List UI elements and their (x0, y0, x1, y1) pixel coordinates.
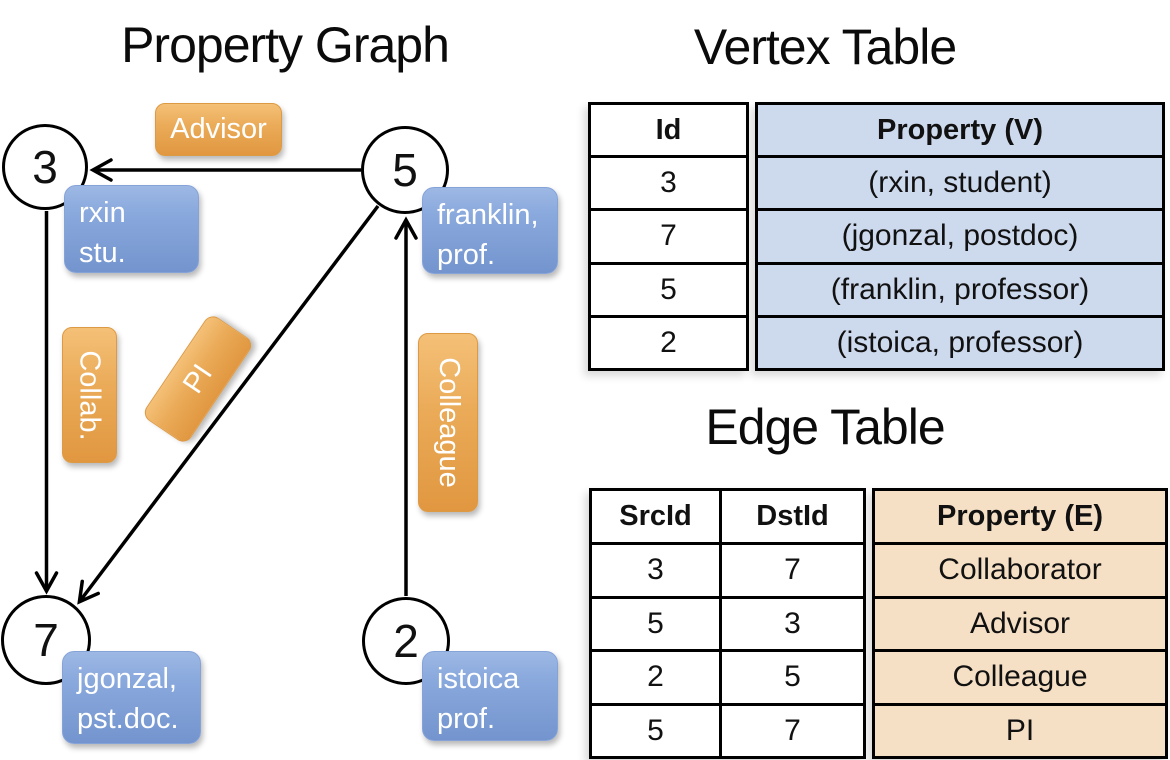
table-cell: (rxin, student) (758, 155, 1162, 208)
edge-table-id-columns: SrcId DstId 3 7 5 3 2 5 5 7 (589, 488, 866, 759)
vertex-label-line: prof. (437, 703, 496, 736)
table-cell: 2 (591, 314, 746, 368)
graph-edges-layer (34, 158, 418, 605)
table-cell: 5 (592, 595, 719, 650)
edge-table-header-dstid: DstId (719, 491, 863, 542)
table-cell: 2 (592, 649, 719, 703)
vertex-label-line: pst.doc. (77, 703, 179, 736)
node-id-label: 7 (33, 614, 59, 666)
vertex-label-line: franklin, (437, 199, 539, 231)
table-cell: PI (875, 702, 1165, 757)
table-cell: 3 (591, 155, 746, 208)
vertex-table-property-column: Property (V) (rxin, student) (jgonzal, p… (755, 102, 1165, 371)
table-cell: 5 (591, 261, 746, 315)
table-cell: 5 (592, 702, 719, 757)
node-id-label: 2 (393, 615, 419, 667)
table-cell: Advisor (875, 595, 1165, 650)
vertex-label-line: rxin (79, 197, 126, 229)
vertex-label-istoica: istoica prof. (422, 651, 558, 741)
edge-table-title: Edge Table (705, 399, 945, 455)
vertex-label-franklin: franklin, prof. (422, 187, 558, 274)
vertex-table-header-property: Property (V) (877, 113, 1043, 146)
vertex-label-jgonzal: jgonzal, pst.doc. (62, 651, 201, 744)
edge-table-property-column: Property (E) Collaborator Advisor Collea… (872, 488, 1168, 759)
table-cell: 7 (719, 542, 863, 596)
edge-label-text: Collab. (74, 349, 106, 441)
edge-table-header-property: Property (E) (937, 500, 1103, 532)
edge-label-colleague: Colleague (418, 333, 478, 512)
vertex-table-id-column: Id 3 7 5 2 (588, 102, 749, 371)
edge-label-collab: Collab. (62, 327, 117, 463)
edge-label-text: PI (176, 358, 219, 400)
table-cell: Collaborator (875, 542, 1165, 596)
table-cell: (jgonzal, postdoc) (758, 208, 1162, 261)
table-cell: 3 (592, 542, 719, 596)
table-cell: (istoica, professor) (758, 314, 1162, 368)
vertex-label-line: prof. (437, 239, 496, 272)
vertex-label-line: stu. (79, 237, 126, 270)
edge-arrow-pi-5-to-7 (77, 204, 380, 605)
edge-label-text: Colleague (432, 357, 465, 488)
graph-node-2: 2 (362, 597, 450, 685)
graph-title: Property Graph (121, 17, 450, 73)
table-cell: (franklin, professor) (758, 261, 1162, 315)
node-id-label: 3 (32, 141, 58, 193)
table-cell: 7 (591, 208, 746, 261)
vertex-table-header-id: Id (655, 113, 682, 146)
graph-node-5: 5 (361, 126, 449, 214)
table-cell: 7 (719, 702, 863, 756)
vertex-label-rxin: rxin stu. (64, 185, 199, 273)
edge-label-text: Advisor (170, 113, 267, 145)
table-cell: 5 (719, 649, 863, 703)
edge-table-header-srcid: SrcId (619, 500, 692, 532)
node-id-label: 5 (392, 144, 418, 196)
vertex-label-line: jgonzal, (77, 663, 177, 695)
edge-label-advisor: Advisor (155, 103, 282, 156)
table-cell: 3 (719, 595, 863, 649)
vertex-label-line: istoica (437, 663, 520, 695)
table-cell: Colleague (875, 649, 1165, 703)
vertex-table-title: Vertex Table (693, 19, 957, 75)
